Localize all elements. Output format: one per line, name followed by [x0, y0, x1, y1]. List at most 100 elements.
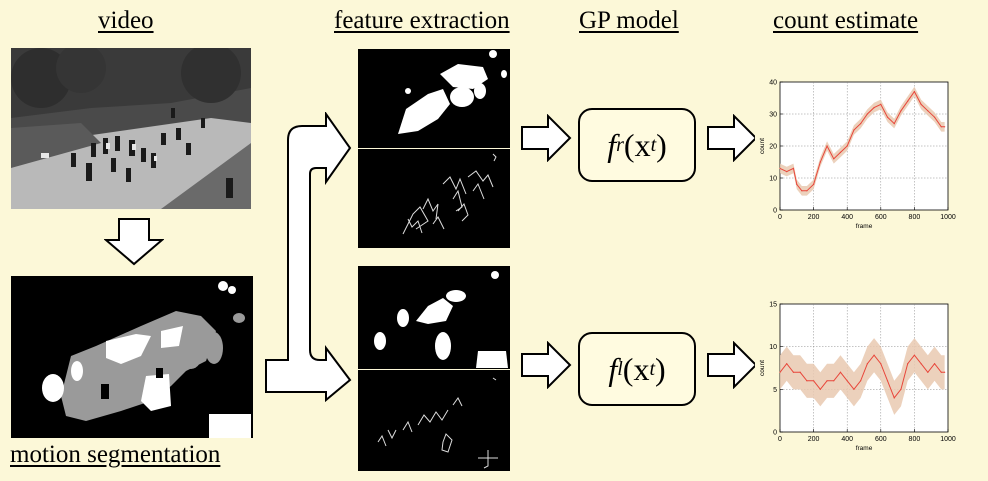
data-point	[940, 371, 942, 373]
arrow-right-top-2	[706, 114, 758, 162]
data-point	[796, 183, 798, 185]
data-point	[786, 171, 788, 173]
data-point	[826, 145, 828, 147]
data-point	[786, 363, 788, 365]
data-point	[801, 190, 803, 192]
x-tick-label: 0	[778, 214, 782, 221]
gp-bottom-arg: (x	[622, 350, 650, 387]
y-axis-label: count	[759, 360, 766, 376]
data-point	[813, 380, 815, 382]
gp-top-sub: r	[616, 133, 624, 156]
header-gp-model: GP model	[579, 7, 679, 34]
feature-region-bottom-image	[358, 266, 510, 369]
data-point	[873, 107, 875, 109]
header-count-estimate: count estimate	[773, 7, 919, 34]
data-point	[900, 388, 902, 390]
y-tick-label: 30	[769, 112, 777, 119]
x-tick-label: 800	[909, 214, 921, 221]
data-point	[839, 151, 842, 153]
x-tick-label: 200	[808, 436, 820, 443]
y-tick-label: 0	[773, 430, 777, 437]
gp-top-arg: (x	[623, 126, 651, 163]
y-tick-label: 20	[769, 144, 777, 151]
data-point	[907, 100, 909, 102]
gp-bottom-f: f	[608, 350, 618, 387]
arrow-down	[104, 218, 164, 266]
data-point	[900, 110, 902, 112]
data-point	[799, 371, 801, 373]
video-frame-image	[11, 48, 251, 209]
x-axis-label: frame	[856, 445, 873, 452]
x-axis-label: frame	[856, 223, 873, 230]
data-point	[846, 145, 848, 147]
data-point	[792, 371, 795, 373]
gp-bottom-sub: l	[617, 357, 623, 380]
x-tick-label: 1000	[940, 214, 956, 221]
data-point	[944, 126, 946, 128]
x-tick-label: 1000	[940, 436, 956, 443]
x-tick-label: 200	[808, 214, 820, 221]
data-point	[873, 354, 875, 356]
data-point	[927, 110, 929, 112]
data-point	[913, 354, 915, 356]
header-video: video	[98, 7, 154, 34]
data-point	[933, 116, 936, 118]
data-point	[880, 363, 882, 365]
data-point	[826, 380, 828, 382]
data-point	[860, 380, 862, 382]
data-point	[806, 190, 808, 192]
y-axis-label: count	[759, 138, 766, 154]
gp-bottom-close: )	[655, 350, 666, 387]
routing-arrow	[262, 112, 354, 402]
data-point	[907, 363, 909, 365]
data-point	[853, 129, 855, 131]
feature-edge-top-image	[358, 149, 510, 248]
y-tick-label: 40	[769, 80, 777, 87]
x-tick-label: 400	[841, 214, 853, 221]
data-point	[779, 371, 781, 373]
data-point	[920, 103, 922, 105]
gp-top-argsub: t	[650, 133, 657, 156]
data-point	[933, 363, 936, 365]
y-tick-label: 15	[769, 302, 777, 309]
data-point	[779, 167, 781, 169]
data-point	[839, 371, 842, 373]
data-point	[846, 380, 848, 382]
data-point	[866, 363, 868, 365]
data-point	[853, 388, 855, 390]
data-point	[833, 158, 835, 160]
data-point	[880, 103, 882, 105]
data-point	[819, 161, 821, 163]
data-point	[927, 371, 929, 373]
data-point	[893, 123, 895, 125]
arrow-right-top-1	[520, 114, 572, 162]
x-tick-label: 0	[778, 436, 782, 443]
data-point	[860, 123, 862, 125]
data-point	[913, 91, 915, 93]
feature-edge-bottom-image	[358, 370, 510, 471]
data-point	[893, 397, 895, 399]
data-point	[792, 167, 795, 169]
x-tick-label: 600	[875, 436, 887, 443]
x-tick-label: 400	[841, 436, 853, 443]
data-point	[813, 183, 815, 185]
y-tick-label: 5	[773, 387, 777, 394]
y-tick-label: 10	[769, 176, 777, 183]
data-point	[886, 380, 889, 382]
header-feature-extraction: feature extraction	[334, 7, 510, 34]
arrow-right-bottom-1	[520, 341, 572, 389]
feature-region-top-image	[358, 49, 510, 148]
motion-segmentation-image	[11, 276, 253, 438]
data-point	[886, 116, 889, 118]
series-line	[779, 354, 945, 399]
data-point	[833, 380, 835, 382]
x-tick-label: 800	[909, 436, 921, 443]
data-point	[866, 113, 868, 115]
data-point	[819, 388, 821, 390]
data-point	[920, 363, 922, 365]
